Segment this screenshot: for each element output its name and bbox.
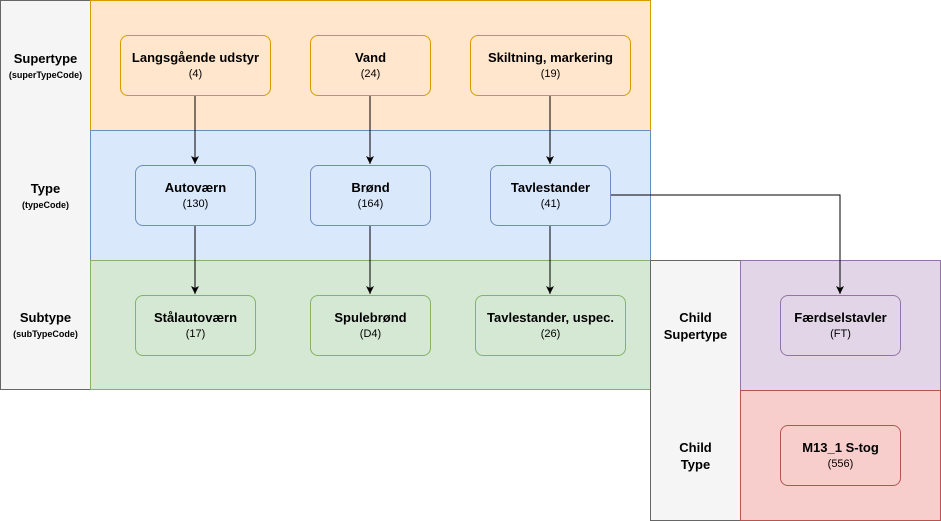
node-code: (4)	[188, 68, 203, 80]
row-label-supertype: Supertype (superTypeCode)	[0, 0, 91, 131]
row-label-type: Type (typeCode)	[0, 130, 91, 261]
node-tavlestander-uspec[interactable]: Tavlestander, uspec. (26)	[475, 295, 626, 356]
node-name: Brønd	[351, 180, 390, 195]
node-code: (19)	[540, 68, 561, 80]
node-name: M13_1 S-tog	[802, 440, 879, 455]
row-label-child-supertype-title: Child Supertype	[663, 309, 728, 342]
node-code: (26)	[540, 328, 561, 340]
node-name: Skiltning, markering	[488, 50, 613, 65]
child-label-column	[650, 260, 741, 521]
node-faerdselstavler[interactable]: Færdselstavler (FT)	[780, 295, 901, 356]
row-label-subtype: Subtype (subTypeCode)	[0, 260, 91, 390]
row-label-type-title: Type	[30, 180, 61, 196]
node-langsgaaende-udstyr[interactable]: Langsgående udstyr (4)	[120, 35, 271, 96]
node-name: Færdselstavler	[794, 310, 887, 325]
node-name: Langsgående udstyr	[131, 50, 260, 65]
node-name: Tavlestander	[510, 180, 591, 195]
node-name: Autoværn	[164, 180, 227, 195]
row-label-subtype-code: (subTypeCode)	[13, 329, 78, 339]
node-name: Stålautoværn	[153, 310, 238, 325]
node-staalautovaern[interactable]: Stålautoværn (17)	[135, 295, 256, 356]
row-label-type-code: (typeCode)	[22, 199, 69, 210]
node-name: Spulebrønd	[334, 310, 407, 325]
node-code: (130)	[182, 198, 209, 210]
node-code: (164)	[357, 198, 384, 210]
node-skiltning-markering[interactable]: Skiltning, markering (19)	[470, 35, 631, 96]
node-m13-1-s-tog[interactable]: M13_1 S-tog (556)	[780, 425, 901, 486]
row-label-subtype-title: Subtype	[19, 310, 72, 325]
row-label-child-type-title: Child Type	[679, 439, 712, 472]
node-code: (556)	[827, 458, 854, 470]
node-code: (41)	[540, 198, 561, 210]
row-label-child-supertype: Child Supertype	[650, 260, 741, 391]
node-code: (FT)	[830, 328, 851, 340]
node-autovaern[interactable]: Autoværn (130)	[135, 165, 256, 226]
node-code: (D4)	[359, 328, 382, 340]
row-label-supertype-code: (superTypeCode)	[8, 69, 83, 80]
node-tavlestander[interactable]: Tavlestander (41)	[490, 165, 611, 226]
node-vand[interactable]: Vand (24)	[310, 35, 431, 96]
node-code: (17)	[185, 328, 206, 340]
row-label-child-type: Child Type	[650, 390, 741, 521]
node-name: Vand	[354, 50, 387, 65]
node-name: Tavlestander, uspec.	[487, 310, 614, 325]
left-label-column	[0, 0, 91, 390]
node-spulebroend[interactable]: Spulebrønd (D4)	[310, 295, 431, 356]
row-label-supertype-title: Supertype	[13, 50, 78, 66]
node-code: (24)	[360, 68, 381, 80]
node-broend[interactable]: Brønd (164)	[310, 165, 431, 226]
